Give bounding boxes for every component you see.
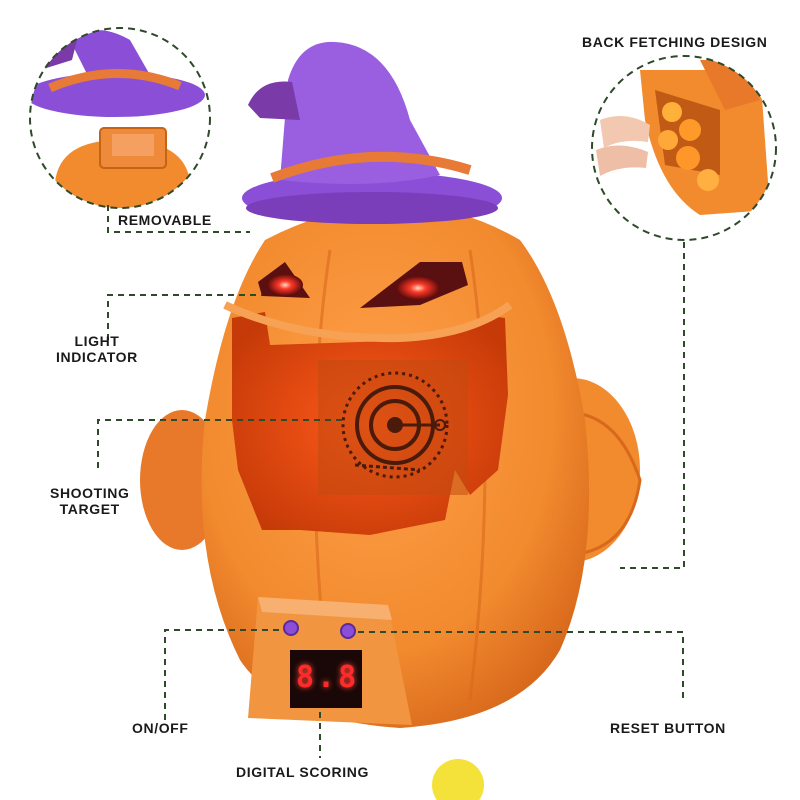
label-reset-button: RESET BUTTON [610, 720, 726, 736]
witch-hat [242, 41, 502, 224]
control-panel [248, 597, 412, 725]
inset-removable-hat [29, 27, 211, 209]
score-display [290, 650, 362, 708]
label-shooting-target: SHOOTING TARGET [50, 485, 129, 517]
inset-back-fetching [591, 55, 777, 241]
on-off-button[interactable] [283, 620, 299, 636]
label-digital-scoring: DIGITAL SCORING [236, 764, 369, 780]
yellow-ball [432, 759, 484, 800]
reset-button[interactable] [340, 623, 356, 639]
label-shooting-line1: SHOOTING [50, 485, 130, 501]
label-removable: REMOVABLE [118, 212, 212, 228]
label-light-line2: INDICATOR [56, 349, 138, 365]
score-digits: 8.8 [296, 660, 360, 695]
label-light-line1: LIGHT [74, 333, 120, 349]
label-light-indicator: LIGHT INDICATOR [56, 333, 138, 365]
label-back-fetching: BACK FETCHING DESIGN [582, 34, 768, 50]
light-indicator-eyes [258, 262, 468, 308]
label-on-off: ON/OFF [132, 720, 189, 736]
label-shooting-line2: TARGET [59, 501, 120, 517]
callout-lines [97, 205, 685, 758]
shooting-target [318, 360, 468, 495]
pumpkin-toy [140, 205, 642, 800]
